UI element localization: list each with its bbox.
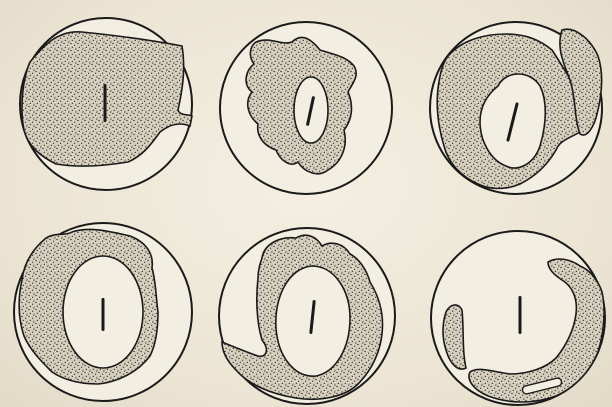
panel-5 — [219, 228, 395, 404]
streak-mark — [102, 298, 105, 331]
panel-3 — [430, 22, 602, 194]
panel-1 — [20, 18, 192, 190]
streak-mark — [519, 296, 522, 334]
panel-6 — [431, 231, 605, 405]
panel-2 — [220, 22, 392, 194]
streak-mark — [104, 84, 107, 122]
panel-4 — [14, 223, 192, 401]
